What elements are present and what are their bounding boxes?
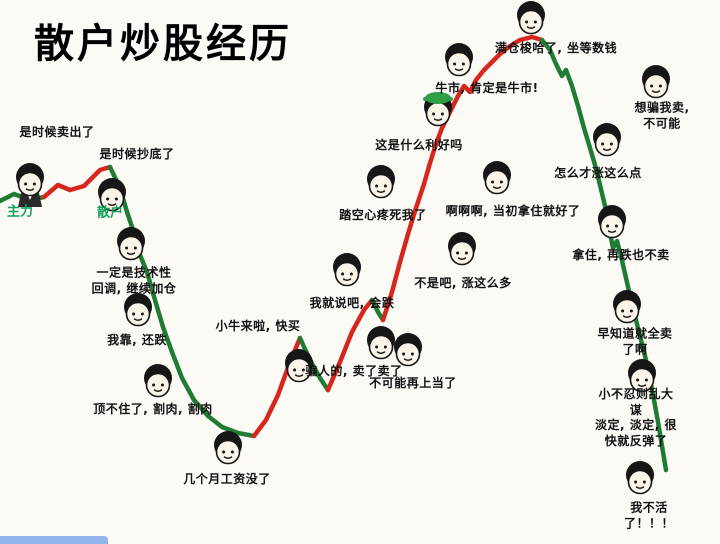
annotation-caption: 这是什么利好吗 (375, 138, 463, 153)
annotation-caption: 一定是技术性 回调, 继续加仓 (91, 265, 177, 295)
meme-face-drawing (613, 290, 641, 324)
annotation-caption: 不是吧, 涨这么多 (414, 276, 512, 291)
annotation-caption: 是时候卖出了 (19, 125, 95, 140)
annotation-caption: 小牛来啦, 快买 (215, 319, 301, 334)
annotation-caption: 满仓梭哈了, 坐等数钱 (494, 41, 618, 56)
price-line-segment-up (41, 164, 113, 200)
meme-face-icon (361, 320, 401, 370)
meme-face-drawing (517, 1, 545, 35)
meme-face-icon (208, 425, 248, 475)
annotation-caption: 怎么才涨这么点 (554, 166, 642, 181)
annotation-caption: 早知道就全卖了啊 (597, 326, 673, 356)
bottom-left-blue-strip (0, 536, 108, 544)
annotation-caption: 我不活了！！！ (623, 500, 674, 530)
annotation-caption: 几个月工资没了 (183, 472, 271, 487)
role-label: 主力 (6, 204, 34, 220)
annotation-caption: 踏空心疼死我了 (339, 208, 427, 223)
price-line-segment-down (369, 297, 386, 323)
annotation-caption: 我靠, 还跌 (107, 333, 167, 348)
meme-face-drawing (423, 92, 453, 127)
annotation-caption: 想骗我卖, 不可能 (634, 100, 690, 130)
meme-face-drawing (367, 326, 395, 360)
meme-face-icon (118, 287, 158, 337)
meme-face-drawing (214, 431, 242, 465)
meme-face-drawing (626, 461, 654, 495)
meme-face-icon (636, 59, 676, 109)
meme-face-icon (279, 343, 319, 393)
meme-face-icon (442, 226, 482, 276)
meme-face-icon (327, 247, 367, 297)
meme-face-icon (477, 155, 517, 205)
meme-face-drawing (144, 364, 172, 398)
meme-face-drawing (394, 333, 422, 367)
meme-face-icon (418, 87, 458, 137)
meme-face-drawing (628, 359, 656, 393)
annotation-caption: 啊啊啊, 当初拿住就好了 (445, 204, 581, 219)
meme-face-icon (607, 284, 647, 334)
meme-face-drawing (285, 349, 313, 383)
annotation-caption: 骗人的, 卖了卖了 (305, 364, 403, 379)
meme-face-icon (361, 159, 401, 209)
annotation-caption: 顶不住了, 割肉, 割肉 (93, 402, 213, 417)
meme-face-drawing (124, 293, 152, 327)
price-line-segment-up (380, 34, 545, 323)
meme-face-drawing (593, 123, 621, 157)
meme-face-drawing (16, 163, 44, 207)
annotation-caption: 牛市, 肯定是牛市! (435, 81, 539, 96)
annotation-caption: 小不忍则乱大谋 淡定, 淡定, 很快就反弹了 (595, 386, 677, 448)
meme-face-drawing (117, 227, 145, 261)
meme-face-drawing (598, 205, 626, 239)
price-line-segment-down (107, 164, 257, 439)
meme-face-drawing (367, 165, 395, 199)
meme-face-drawing (448, 232, 476, 266)
page-title: 散户炒股经历 (34, 21, 292, 67)
annotation-caption: 我就说吧, 会跌 (309, 296, 395, 311)
meme-face-icon (138, 358, 178, 408)
meme-face-drawing (642, 65, 670, 99)
role-label: 散户 (96, 205, 124, 221)
meme-face-drawing (333, 253, 361, 287)
meme-face-icon (10, 157, 50, 207)
annotation-caption: 拿住, 再跌也不卖 (572, 248, 670, 263)
meme-face-drawing (98, 178, 126, 212)
meme-face-drawing (445, 43, 473, 77)
annotation-caption: 不可能再上当了 (369, 376, 457, 391)
meme-face-icon (111, 221, 151, 271)
price-line-segment-down (297, 335, 331, 393)
price-line-segment-down (539, 37, 669, 473)
meme-face-icon (511, 0, 551, 45)
meme-face-icon (587, 117, 627, 167)
price-line-segment-up (325, 297, 375, 393)
meme-face-icon (439, 37, 479, 87)
meme-face-icon (92, 172, 132, 222)
meme-face-drawing (483, 161, 511, 195)
annotation-caption: 是时候抄底了 (99, 147, 175, 162)
meme-face-icon (620, 455, 660, 505)
meme-face-icon (622, 353, 662, 403)
meme-face-icon (592, 199, 632, 249)
meme-face-icon (388, 327, 428, 377)
